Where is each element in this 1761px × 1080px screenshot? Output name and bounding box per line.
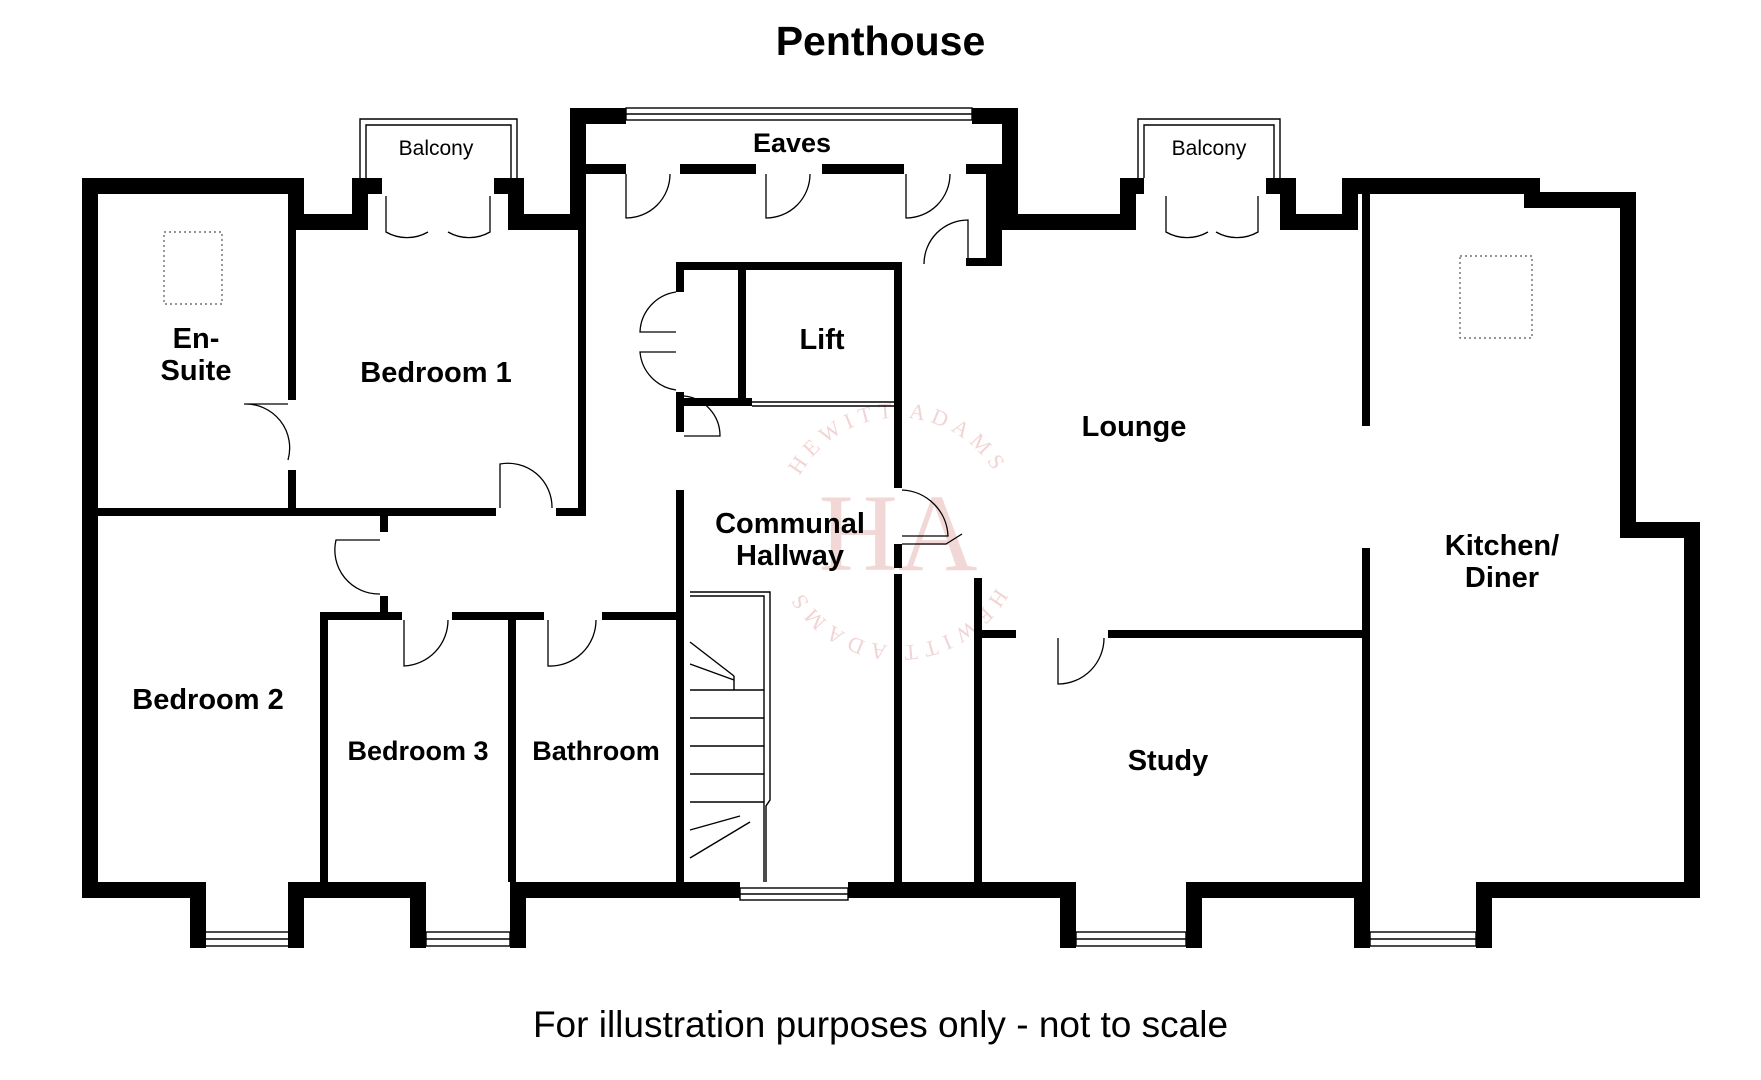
room-label-eaves: Eaves — [753, 128, 831, 158]
balcony-right-label: Balcony — [1172, 137, 1247, 160]
balcony-left-label: Balcony — [399, 137, 474, 160]
room-label-lift: Lift — [799, 324, 844, 356]
room-label-kitchen-diner-line2: Diner — [1465, 562, 1539, 594]
staircase — [689, 591, 771, 882]
room-label-bedroom-3: Bedroom 3 — [347, 736, 488, 766]
room-label-bedroom-2: Bedroom 2 — [132, 684, 283, 716]
walls — [82, 108, 1700, 948]
disclaimer-footnote: For illustration purposes only - not to … — [532, 1004, 1229, 1045]
doors — [243, 173, 1259, 685]
room-label-en-suite-line1: En- — [173, 323, 220, 355]
room-label-lounge: Lounge — [1082, 411, 1187, 443]
watermark-initials: HA — [819, 472, 978, 594]
room-label-bathroom: Bathroom — [532, 736, 660, 766]
room-label-communal-hallway-line2: Hallway — [736, 540, 844, 572]
balcony-right: Balcony — [1137, 118, 1281, 178]
room-labels: En- Suite Bedroom 1 Bedroom 2 Bedroom 3 … — [132, 128, 1559, 777]
room-label-study: Study — [1128, 745, 1209, 777]
room-label-kitchen-diner-line1: Kitchen/ — [1445, 530, 1559, 562]
balcony-left: Balcony — [359, 118, 518, 178]
page-title: Penthouse — [775, 18, 986, 64]
room-label-en-suite-line2: Suite — [161, 355, 232, 387]
skylight-en-suite — [163, 231, 223, 305]
room-label-bedroom-1: Bedroom 1 — [360, 357, 511, 389]
skylight-kitchen — [1459, 255, 1533, 339]
room-label-communal-hallway-line1: Communal — [715, 508, 865, 540]
